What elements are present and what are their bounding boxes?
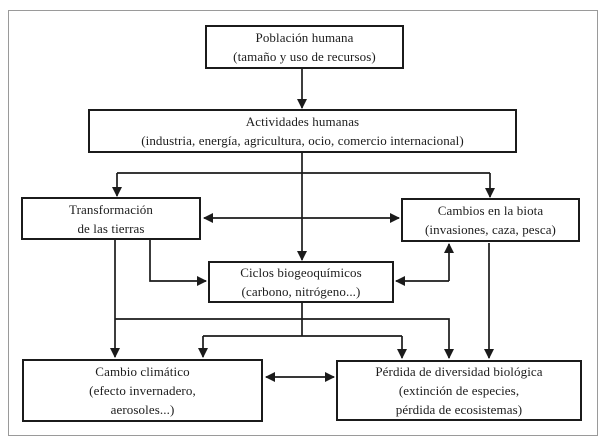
node-transformacion-tierras: Transformación de las tierras — [21, 197, 201, 240]
node-title: Actividades humanas — [245, 114, 360, 129]
node-subtitle: pérdida de ecosistemas) — [395, 402, 523, 417]
node-subtitle: de las tierras — [77, 220, 145, 236]
node-subtitle: aerosoles...) — [110, 402, 175, 417]
node-title: Transformación — [69, 201, 153, 217]
node-ciclos-biogeoquimicos: Ciclos biogeoquímicos (carbono, nitrógen… — [208, 261, 394, 303]
node-title: Pérdida de diversidad biológica — [375, 364, 543, 379]
node-subtitle: (efecto invernadero, — [89, 383, 196, 398]
edge-transformacion-ciclos — [149, 240, 207, 286]
node-subtitle: (tamaño y uso de recursos) — [233, 49, 376, 64]
edge-transformacion-perdida — [115, 318, 454, 359]
node-title: Población humana — [255, 30, 354, 45]
node-title: Cambio climático — [95, 364, 190, 379]
diagram-outer-frame — [8, 10, 598, 436]
node-poblacion-humana: Población humana (tamaño y uso de recurs… — [205, 25, 404, 69]
node-perdida-diversidad: Pérdida de diversidad biológica (extinci… — [336, 360, 582, 421]
node-title: Ciclos biogeoquímicos — [240, 265, 362, 280]
node-cambio-climatico: Cambio climático (efecto invernadero, ae… — [22, 359, 263, 422]
node-title: Cambios en la biota — [437, 203, 544, 218]
node-subtitle: (invasiones, caza, pesca) — [425, 222, 556, 237]
node-subtitle: (carbono, nitrógeno...) — [241, 284, 361, 299]
node-cambios-biota: Cambios en la biota (invasiones, caza, p… — [401, 198, 580, 242]
node-subtitle: (extinción de especies, — [398, 383, 520, 398]
node-actividades-humanas: Actividades humanas (industria, energía,… — [88, 109, 517, 153]
node-subtitle: (industria, energía, agricultura, ocio, … — [141, 133, 464, 148]
